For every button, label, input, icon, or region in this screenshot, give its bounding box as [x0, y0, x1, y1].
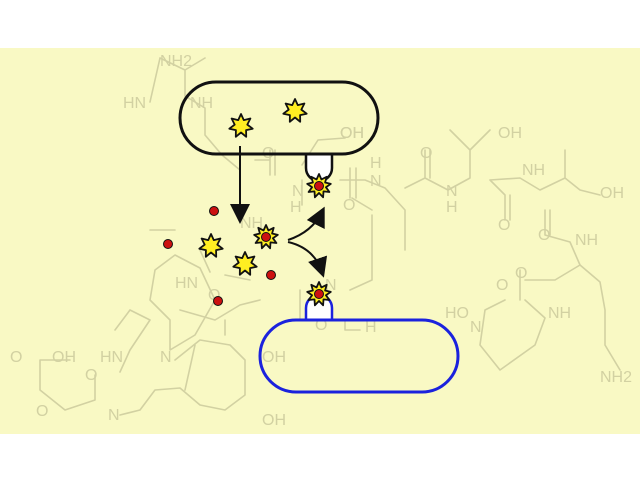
- iron-loaded-siderophore-icon: [306, 173, 332, 199]
- svg-text:HO: HO: [445, 305, 469, 322]
- svg-text:HN: HN: [175, 275, 198, 292]
- iron-loaded-siderophore-icon: [306, 281, 332, 307]
- iron-ion-dot-icon: [209, 206, 219, 216]
- svg-text:H: H: [370, 155, 382, 172]
- bottom-cell: [258, 318, 460, 394]
- svg-text:NH2: NH2: [160, 53, 192, 70]
- svg-text:OH: OH: [498, 125, 522, 142]
- svg-text:O: O: [538, 227, 550, 244]
- svg-text:N: N: [325, 277, 337, 294]
- svg-text:O: O: [498, 217, 510, 234]
- iron-ion-dot-icon: [163, 239, 173, 249]
- top-cell: [178, 80, 380, 156]
- svg-text:N: N: [370, 173, 382, 190]
- svg-text:OH: OH: [262, 349, 286, 366]
- uptake-arrow-bottom: [287, 241, 328, 278]
- siderophore-star-icon: [282, 98, 308, 123]
- svg-text:HN: HN: [123, 95, 146, 112]
- svg-text:N: N: [160, 349, 172, 366]
- svg-text:OH: OH: [600, 185, 624, 202]
- svg-text:N: N: [108, 407, 120, 424]
- iron-ion-dot-icon: [266, 270, 276, 280]
- svg-text:O: O: [420, 145, 432, 162]
- background-panel: [0, 48, 640, 434]
- svg-text:O: O: [36, 403, 48, 420]
- chemical-structure-labels: NH2 HN NH OH O H N O H N OH O H N O OH N…: [10, 53, 632, 429]
- svg-text:OH: OH: [262, 412, 286, 429]
- svg-text:OH: OH: [52, 349, 76, 366]
- svg-text:N: N: [470, 319, 482, 336]
- svg-text:N: N: [446, 183, 458, 200]
- svg-text:O: O: [496, 277, 508, 294]
- chemical-structure-bonds: [39, 57, 621, 416]
- svg-text:NH: NH: [190, 95, 213, 112]
- siderophore-star-icon: [228, 113, 254, 138]
- svg-text:O: O: [10, 349, 22, 366]
- svg-text:O: O: [515, 265, 527, 282]
- svg-text:O: O: [343, 197, 355, 214]
- svg-text:O: O: [85, 367, 97, 384]
- iron-loaded-siderophore-icon: [253, 224, 279, 250]
- svg-text:NH: NH: [522, 162, 545, 179]
- svg-text:N: N: [292, 183, 304, 200]
- svg-text:OH: OH: [340, 125, 364, 142]
- siderophore-star-icon: [198, 233, 224, 258]
- iron-ion-dot-icon: [213, 296, 223, 306]
- svg-text:H: H: [365, 319, 377, 336]
- svg-text:HN: HN: [100, 349, 123, 366]
- svg-text:NH2: NH2: [600, 369, 632, 386]
- svg-text:OH: OH: [340, 125, 364, 142]
- svg-text:H: H: [446, 199, 458, 216]
- svg-text:NH: NH: [548, 305, 571, 322]
- siderophore-star-icon: [232, 251, 258, 276]
- molecules-layer: [163, 98, 332, 307]
- svg-text:H: H: [290, 199, 302, 216]
- uptake-arrow-top: [287, 206, 325, 241]
- svg-text:NH: NH: [575, 232, 598, 249]
